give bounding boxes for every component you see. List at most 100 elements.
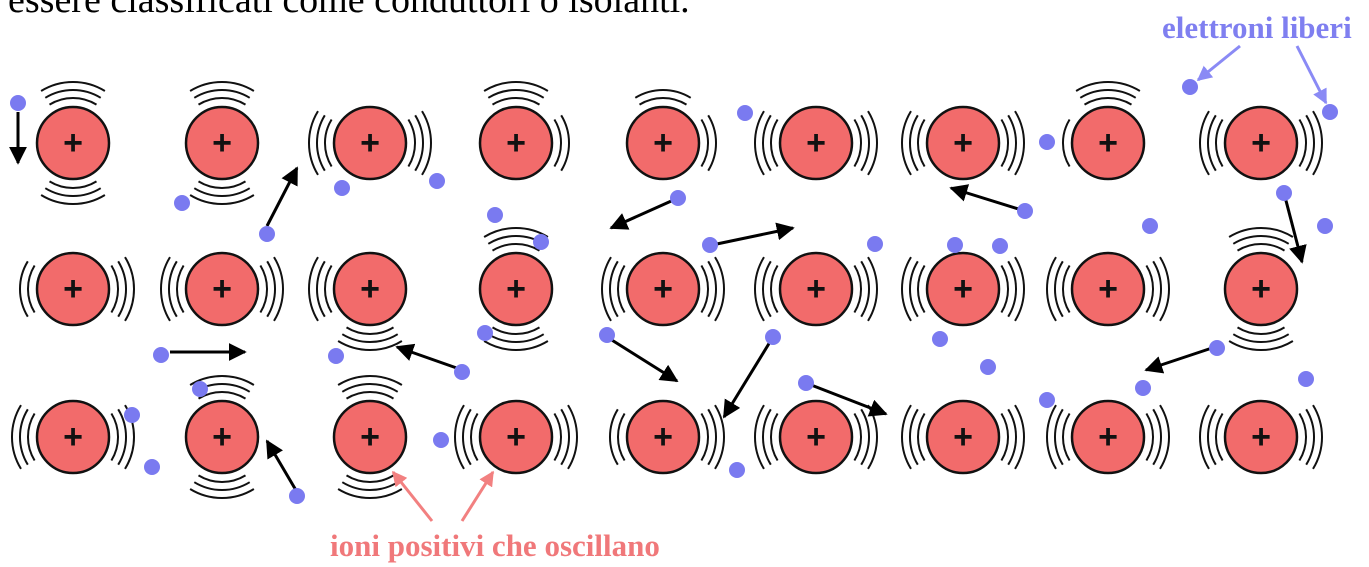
- vibration-arc: [853, 412, 862, 462]
- free-electron-pointer: [1295, 45, 1328, 105]
- vibration-arc: [1199, 110, 1210, 176]
- ion-lattice: +++++++++++++++++++++++++++: [35, 105, 1299, 475]
- vibration-arc: [601, 256, 612, 322]
- vibration-arc: [324, 264, 333, 314]
- ion-body: [1223, 399, 1299, 475]
- vibration-arc: [917, 118, 926, 168]
- vibration-arc: [1000, 412, 1009, 462]
- vibration-arc: [1236, 326, 1286, 335]
- positive-ion: +: [1070, 251, 1146, 327]
- vibration-arc: [700, 264, 709, 314]
- ion-body: [478, 105, 554, 181]
- ion-body: [35, 399, 111, 475]
- ion-pointer: [391, 470, 434, 522]
- vibration-arc: [1298, 412, 1307, 462]
- free-electron: [429, 173, 445, 189]
- vibration-arc: [40, 194, 106, 205]
- positive-ion: +: [1223, 251, 1299, 327]
- vibration-arc: [483, 340, 549, 351]
- free-electron: [174, 195, 190, 211]
- vibration-arc: [1000, 118, 1009, 168]
- free-electron: [798, 375, 814, 391]
- positive-ion: +: [184, 105, 260, 181]
- vibration-arc: [337, 488, 403, 499]
- vibration-arc: [761, 260, 772, 318]
- positive-ion: +: [1070, 105, 1146, 181]
- vibration-arc: [754, 256, 765, 322]
- vibration-arc: [491, 97, 541, 106]
- free-electron: [1135, 380, 1151, 396]
- free-electron: [670, 190, 686, 206]
- plus-sign: +: [63, 418, 83, 456]
- free-electron: [980, 359, 996, 375]
- electron-motion-arrow: [609, 196, 679, 230]
- vibration-arc: [487, 88, 545, 99]
- vibration-arc: [491, 243, 541, 252]
- free-electron: [1317, 218, 1333, 234]
- vibration-arc: [917, 412, 926, 462]
- plus-sign: +: [1098, 418, 1118, 456]
- positive-ion: +: [184, 399, 260, 475]
- electron-motion-arrow: [949, 184, 1026, 213]
- ion-body: [478, 399, 554, 475]
- free-electrons-label: elettroni liberi: [1162, 10, 1352, 45]
- free-electron: [947, 237, 963, 253]
- free-electron: [1322, 104, 1338, 120]
- free-electron: [737, 105, 753, 121]
- plus-sign: +: [653, 124, 673, 162]
- ion-body: [625, 251, 701, 327]
- plus-sign: +: [806, 270, 826, 308]
- vibration-arc: [1206, 408, 1217, 466]
- vibration-arc: [867, 256, 878, 322]
- vibration-arc: [567, 404, 578, 470]
- ion-body: [332, 399, 408, 475]
- positive-ion: +: [925, 105, 1001, 181]
- free-electron: [192, 381, 208, 397]
- free-electron: [1039, 134, 1055, 150]
- plus-sign: +: [953, 270, 973, 308]
- vibration-arc: [714, 256, 725, 322]
- ion-body: [184, 399, 260, 475]
- vibration-arc: [553, 118, 562, 168]
- vibration-arc: [341, 481, 399, 492]
- free-electron: [1182, 79, 1198, 95]
- positive-ion: +: [35, 399, 111, 475]
- electron-motion-arrow: [805, 381, 888, 417]
- positive-ion: +: [925, 399, 1001, 475]
- vibration-arc: [341, 382, 399, 393]
- plus-sign: +: [653, 418, 673, 456]
- vibration-arc: [1014, 110, 1025, 176]
- vibration-arc: [461, 408, 472, 466]
- vibration-arc: [48, 97, 98, 106]
- vibration-arc: [197, 180, 247, 189]
- vibration-arc: [1046, 256, 1057, 322]
- vibration-arc: [1062, 264, 1071, 314]
- ion-body: [478, 251, 554, 327]
- positive-ion: +: [625, 399, 701, 475]
- vibration-arc: [1083, 97, 1133, 106]
- vibration-arc: [770, 118, 779, 168]
- vibration-arc: [197, 474, 247, 483]
- vibration-arc: [1046, 404, 1057, 470]
- vibration-arc: [617, 264, 626, 314]
- vibration-arc: [189, 375, 255, 386]
- vibration-arc: [414, 114, 425, 172]
- vibration-arc: [714, 404, 725, 470]
- free-electron: [702, 237, 718, 253]
- plus-sign: +: [653, 270, 673, 308]
- plus-sign: +: [806, 124, 826, 162]
- vibration-arc: [754, 404, 765, 470]
- free-electron: [259, 226, 275, 242]
- free-electron: [289, 488, 305, 504]
- vibration-arc: [1007, 260, 1018, 318]
- vibration-arc: [867, 110, 878, 176]
- vibration-arc: [1199, 404, 1210, 470]
- ion-body: [778, 105, 854, 181]
- vibration-arc: [407, 118, 416, 168]
- vibration-arc: [483, 227, 549, 238]
- vibration-arc: [608, 408, 619, 466]
- vibration-arc: [193, 88, 251, 99]
- electron-motion-arrow: [722, 336, 775, 419]
- vibration-arc: [167, 260, 178, 318]
